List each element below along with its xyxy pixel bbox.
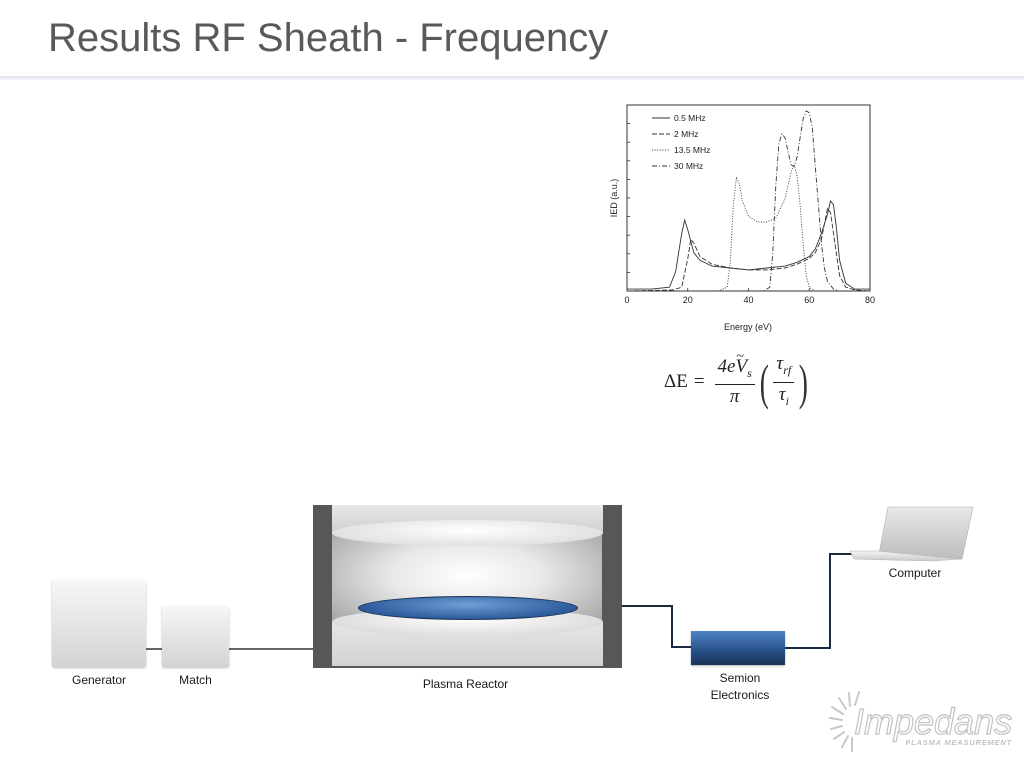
- formula-tau-bottom: τ: [778, 383, 786, 405]
- semion-electronics-box: [691, 631, 785, 665]
- match-label: Match: [179, 673, 212, 687]
- chart-plot-frame: [626, 104, 871, 292]
- chart-x-axis-label: Energy (eV): [724, 322, 772, 332]
- formula-right-paren: ): [798, 354, 809, 410]
- formula-fraction-tau: τrf τi: [773, 352, 795, 411]
- electronics-label: Semion Electronics: [691, 670, 789, 704]
- energy-spread-formula: ΔE = 4eVs π ( τrf τi ): [664, 347, 809, 411]
- formula-tau-top-sub: rf: [783, 362, 792, 377]
- series-line-30-mhz: [627, 110, 870, 292]
- formula-num-coef: 4e: [717, 355, 736, 377]
- formula-fraction-voltage: 4eVs π: [714, 347, 755, 408]
- slide-title: Results RF Sheath - Frequency: [48, 16, 609, 60]
- generator-box: [52, 580, 146, 667]
- logo-burst-icon: [829, 691, 860, 752]
- top-electrode-face: [332, 520, 603, 546]
- formula-lhs: ΔE: [664, 371, 688, 392]
- series-line-0-5-mhz: [627, 199, 870, 290]
- logo-wordmark: Impedans: [854, 701, 1012, 742]
- computer-label: Computer: [888, 566, 942, 580]
- chart-series: [626, 110, 871, 292]
- semion-sensor: [358, 596, 578, 620]
- x-tick-label: 20: [683, 295, 693, 305]
- x-tick-label: 60: [804, 295, 814, 305]
- series-line-2-mhz: [626, 207, 871, 292]
- legend-label: 0.5 MHz: [674, 113, 706, 123]
- legend-label: 2 MHz: [674, 129, 699, 139]
- formula-equals: =: [693, 371, 705, 392]
- sensor-cable: [576, 605, 691, 648]
- formula-tau-top: τ: [776, 352, 784, 374]
- formula-num-sub: s: [747, 365, 752, 380]
- plasma-reactor-label: Plasma Reactor: [422, 677, 509, 691]
- chart-legend: 0.5 MHz 2 MHz 13.5 MHz 30 MHz: [652, 113, 710, 171]
- formula-tau-bottom-sub: i: [785, 393, 789, 408]
- formula-den: π: [729, 386, 740, 408]
- chart-y-axis-label: IED (a.u.): [609, 179, 619, 218]
- logo-tagline: PLASMA MEASUREMENT: [905, 738, 1012, 747]
- legend-label: 30 MHz: [674, 161, 703, 171]
- x-tick-label: 0: [624, 295, 629, 305]
- formula-num-var: V: [735, 347, 747, 377]
- generator-label: Generator: [71, 673, 127, 687]
- match-box: [162, 606, 229, 667]
- impedans-logo: Impedans PLASMA MEASUREMENT: [829, 691, 1013, 752]
- formula-left-paren: (: [759, 354, 769, 410]
- laptop-icon: [849, 506, 974, 562]
- x-tick-label: 80: [865, 295, 875, 305]
- title-divider: [0, 76, 1024, 80]
- electronics-computer-cable: [785, 553, 860, 649]
- legend-label: 13.5 MHz: [674, 145, 710, 155]
- electronics-label-line2: Electronics: [710, 688, 770, 702]
- electronics-label-line1: Semion: [719, 671, 761, 685]
- series-line-13-5-mhz: [627, 163, 870, 292]
- x-tick-label: 40: [743, 295, 753, 305]
- ied-chart: 0.5 MHz 2 MHz 13.5 MHz 30 MHz 0 20 40 60 80 Ene…: [609, 104, 875, 332]
